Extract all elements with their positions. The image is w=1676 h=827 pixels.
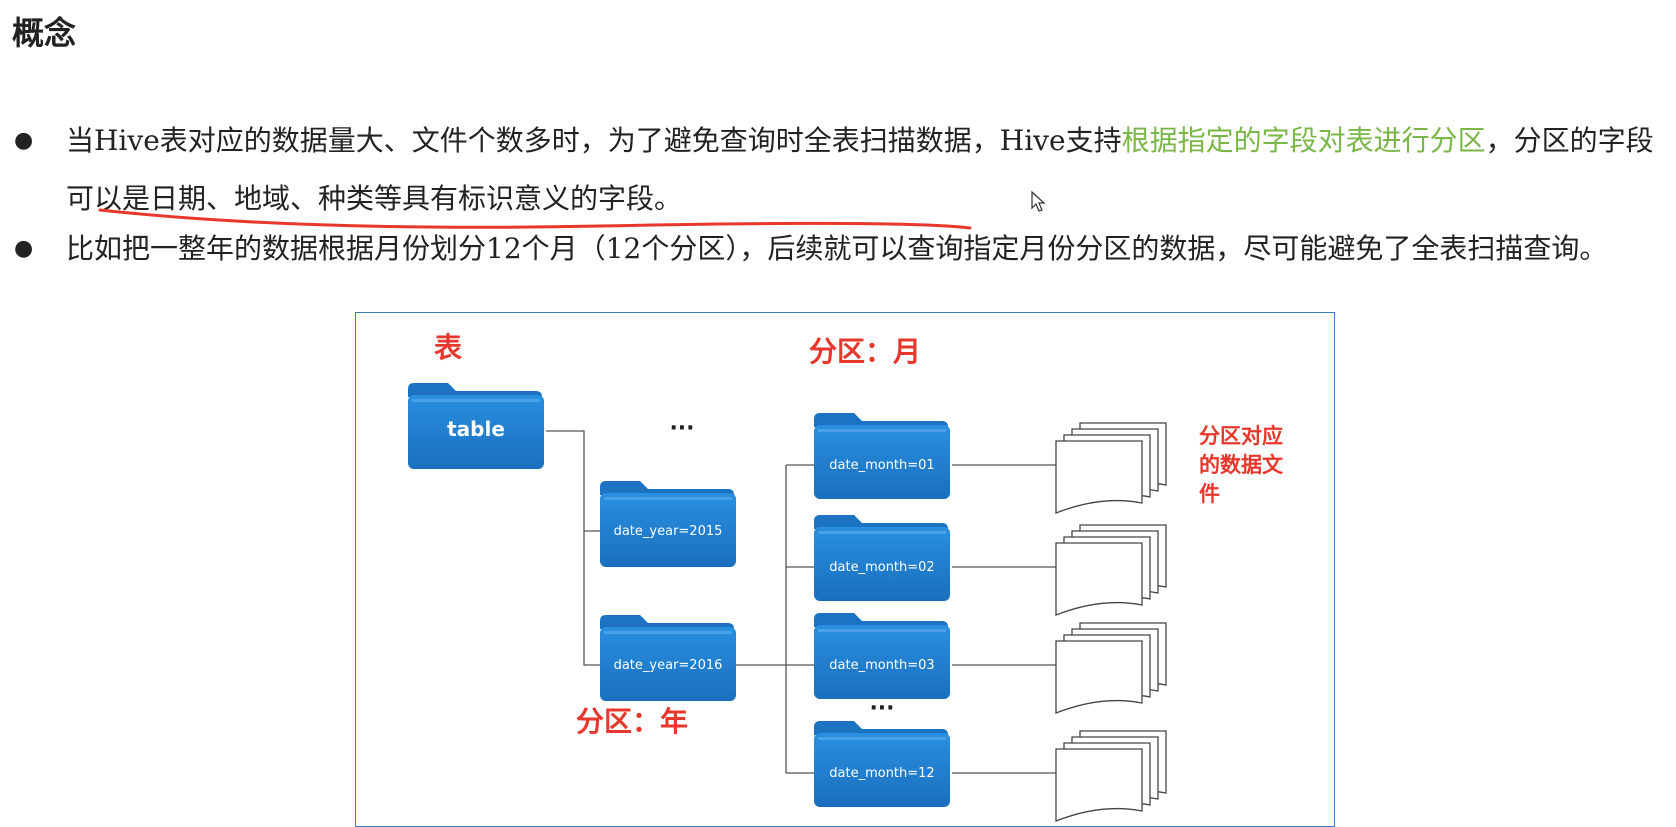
- data-files-icon: [1055, 730, 1167, 822]
- connector-lines: [546, 430, 1056, 774]
- folder-month-01-icon: date_month=01: [814, 413, 950, 499]
- bullet-dot-icon: ●: [14, 236, 34, 261]
- ellipsis-years: ···: [669, 416, 694, 441]
- text-span: Hive: [94, 124, 160, 157]
- text-span: 当: [66, 124, 95, 157]
- bullet-dot-icon: ●: [14, 128, 34, 153]
- folder-month-02-label: date_month=02: [829, 560, 934, 575]
- folder-year-2016-label: date_year=2016: [614, 658, 723, 673]
- text-span: 12: [486, 232, 522, 265]
- folder-month-01-label: date_month=01: [829, 458, 934, 473]
- folder-month-12-label: date_month=12: [829, 766, 934, 781]
- mouse-cursor-icon: [1031, 190, 1046, 212]
- text-span: 支持: [1065, 124, 1122, 157]
- label-table: 表: [434, 331, 462, 364]
- folder-month-12-icon: date_month=12: [814, 721, 950, 807]
- label-files-line1: 分区对应: [1199, 424, 1283, 448]
- data-files-icon: [1055, 622, 1167, 714]
- folder-year-2015-label: date_year=2015: [614, 524, 723, 539]
- folder-month-03-icon: date_month=03: [814, 613, 950, 699]
- folder-table-label: table: [447, 417, 505, 441]
- bullet-2-text: 比如把一整年的数据根据月份划分12个月（12个分区），后续就可以查询指定月份分区…: [66, 220, 1676, 278]
- page-title: 概念: [12, 14, 77, 52]
- data-files-icon: [1055, 524, 1167, 616]
- folder-year-2016-icon: date_year=2016: [600, 615, 736, 701]
- folder-year-2015-icon: date_year=2015: [600, 481, 736, 567]
- label-files-line2: 的数据文: [1199, 453, 1284, 477]
- text-span: 个月（: [521, 232, 606, 265]
- partition-diagram: table date_year=2015 date_year=2016 date…: [355, 312, 1335, 827]
- folder-month-02-icon: date_month=02: [814, 515, 950, 601]
- ellipsis-months: ···: [869, 696, 894, 721]
- text-span: Hive: [999, 124, 1066, 157]
- highlighted-text: 根据指定的字段对表进行分区: [1121, 124, 1486, 157]
- diagram-canvas: table date_year=2015 date_year=2016 date…: [408, 331, 1284, 822]
- label-partition-year: 分区：年: [576, 705, 688, 738]
- data-files-icon: [1055, 422, 1167, 514]
- text-span: 12: [605, 232, 642, 265]
- text-span: 比如把一整年的数据根据月份划分: [66, 232, 487, 265]
- text-span: 表对应的数据量大、文件个数多时，为了避免查询时全表扫描数据，: [159, 124, 1000, 157]
- label-partition-month: 分区：月: [809, 335, 921, 368]
- bullet-1-text: 当Hive表对应的数据量大、文件个数多时，为了避免查询时全表扫描数据，Hive支…: [66, 112, 1676, 228]
- folder-month-03-label: date_month=03: [829, 658, 934, 673]
- text-span: 个分区），后续就可以查询指定月份分区的数据，尽可能避免了全表扫描查询。: [641, 232, 1608, 265]
- label-files-line3: 件: [1199, 482, 1220, 506]
- folder-table-icon: table: [408, 383, 544, 469]
